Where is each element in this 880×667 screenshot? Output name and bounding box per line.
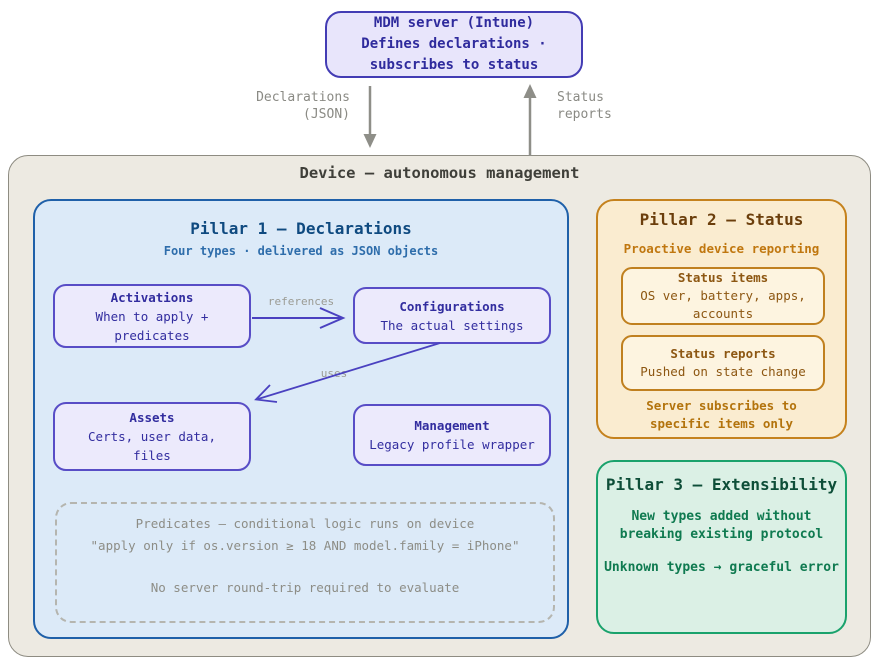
- declarations-down-arrow: [363, 86, 377, 148]
- references-edge-label: references: [267, 295, 335, 308]
- mdm-server-line: MDM server (Intune): [373, 15, 535, 31]
- status-arrow-label: Status reports: [557, 90, 612, 122]
- predicates-example: "apply only if os.version ≥ 18 AND model…: [90, 538, 520, 553]
- pillar3-title: Pillar 3 — Extensibility: [605, 475, 838, 494]
- device-title: Device — autonomous management: [299, 164, 580, 182]
- assets-box: Assets Certs, user data, files: [53, 402, 251, 471]
- activations-box: Activations When to apply + predicates: [53, 284, 251, 348]
- predicates-box: Predicates — conditional logic runs on d…: [55, 502, 555, 623]
- pillar3-extensibility-panel: Pillar 3 — Extensibility New types added…: [596, 460, 847, 634]
- pillar2-subtitle: Proactive device reporting: [623, 241, 820, 256]
- status-reports-box: Status reports Pushed on state change: [621, 335, 825, 391]
- pillar1-title: Pillar 1 — Declarations: [190, 219, 412, 238]
- mdm-server-line: subscribes to status: [369, 57, 539, 73]
- pillar2-title: Pillar 2 — Status: [639, 210, 804, 229]
- pillar2-status-panel: Pillar 2 — Status Proactive device repor…: [596, 199, 847, 439]
- pillar1-declarations-panel: Pillar 1 — Declarations Four types · del…: [33, 199, 569, 639]
- pillar2-note: Server subscribes to specific items only: [646, 398, 797, 431]
- management-box: Management Legacy profile wrapper: [353, 404, 551, 466]
- device-container: Device — autonomous management Pillar 1 …: [8, 155, 871, 657]
- pillar3-body2: Unknown types → graceful error: [604, 560, 839, 575]
- mdm-server-line: Defines declarations ·: [361, 36, 547, 52]
- declarations-arrow-label: Declarations (JSON): [256, 90, 350, 122]
- mdm-server-box: MDM server (Intune) Defines declarations…: [325, 11, 583, 78]
- uses-edge-label: uses: [320, 367, 348, 380]
- predicates-title: Predicates — conditional logic runs on d…: [135, 516, 475, 531]
- status-items-box: Status items OS ver, battery, apps, acco…: [621, 267, 825, 325]
- pillar1-subtitle: Four types · delivered as JSON objects: [163, 244, 439, 258]
- configurations-box: Configurations The actual settings: [353, 287, 551, 344]
- predicates-note: No server round-trip required to evaluat…: [150, 580, 460, 595]
- status-up-arrow: [523, 84, 537, 156]
- pillar3-body: New types added without breaking existin…: [619, 509, 824, 542]
